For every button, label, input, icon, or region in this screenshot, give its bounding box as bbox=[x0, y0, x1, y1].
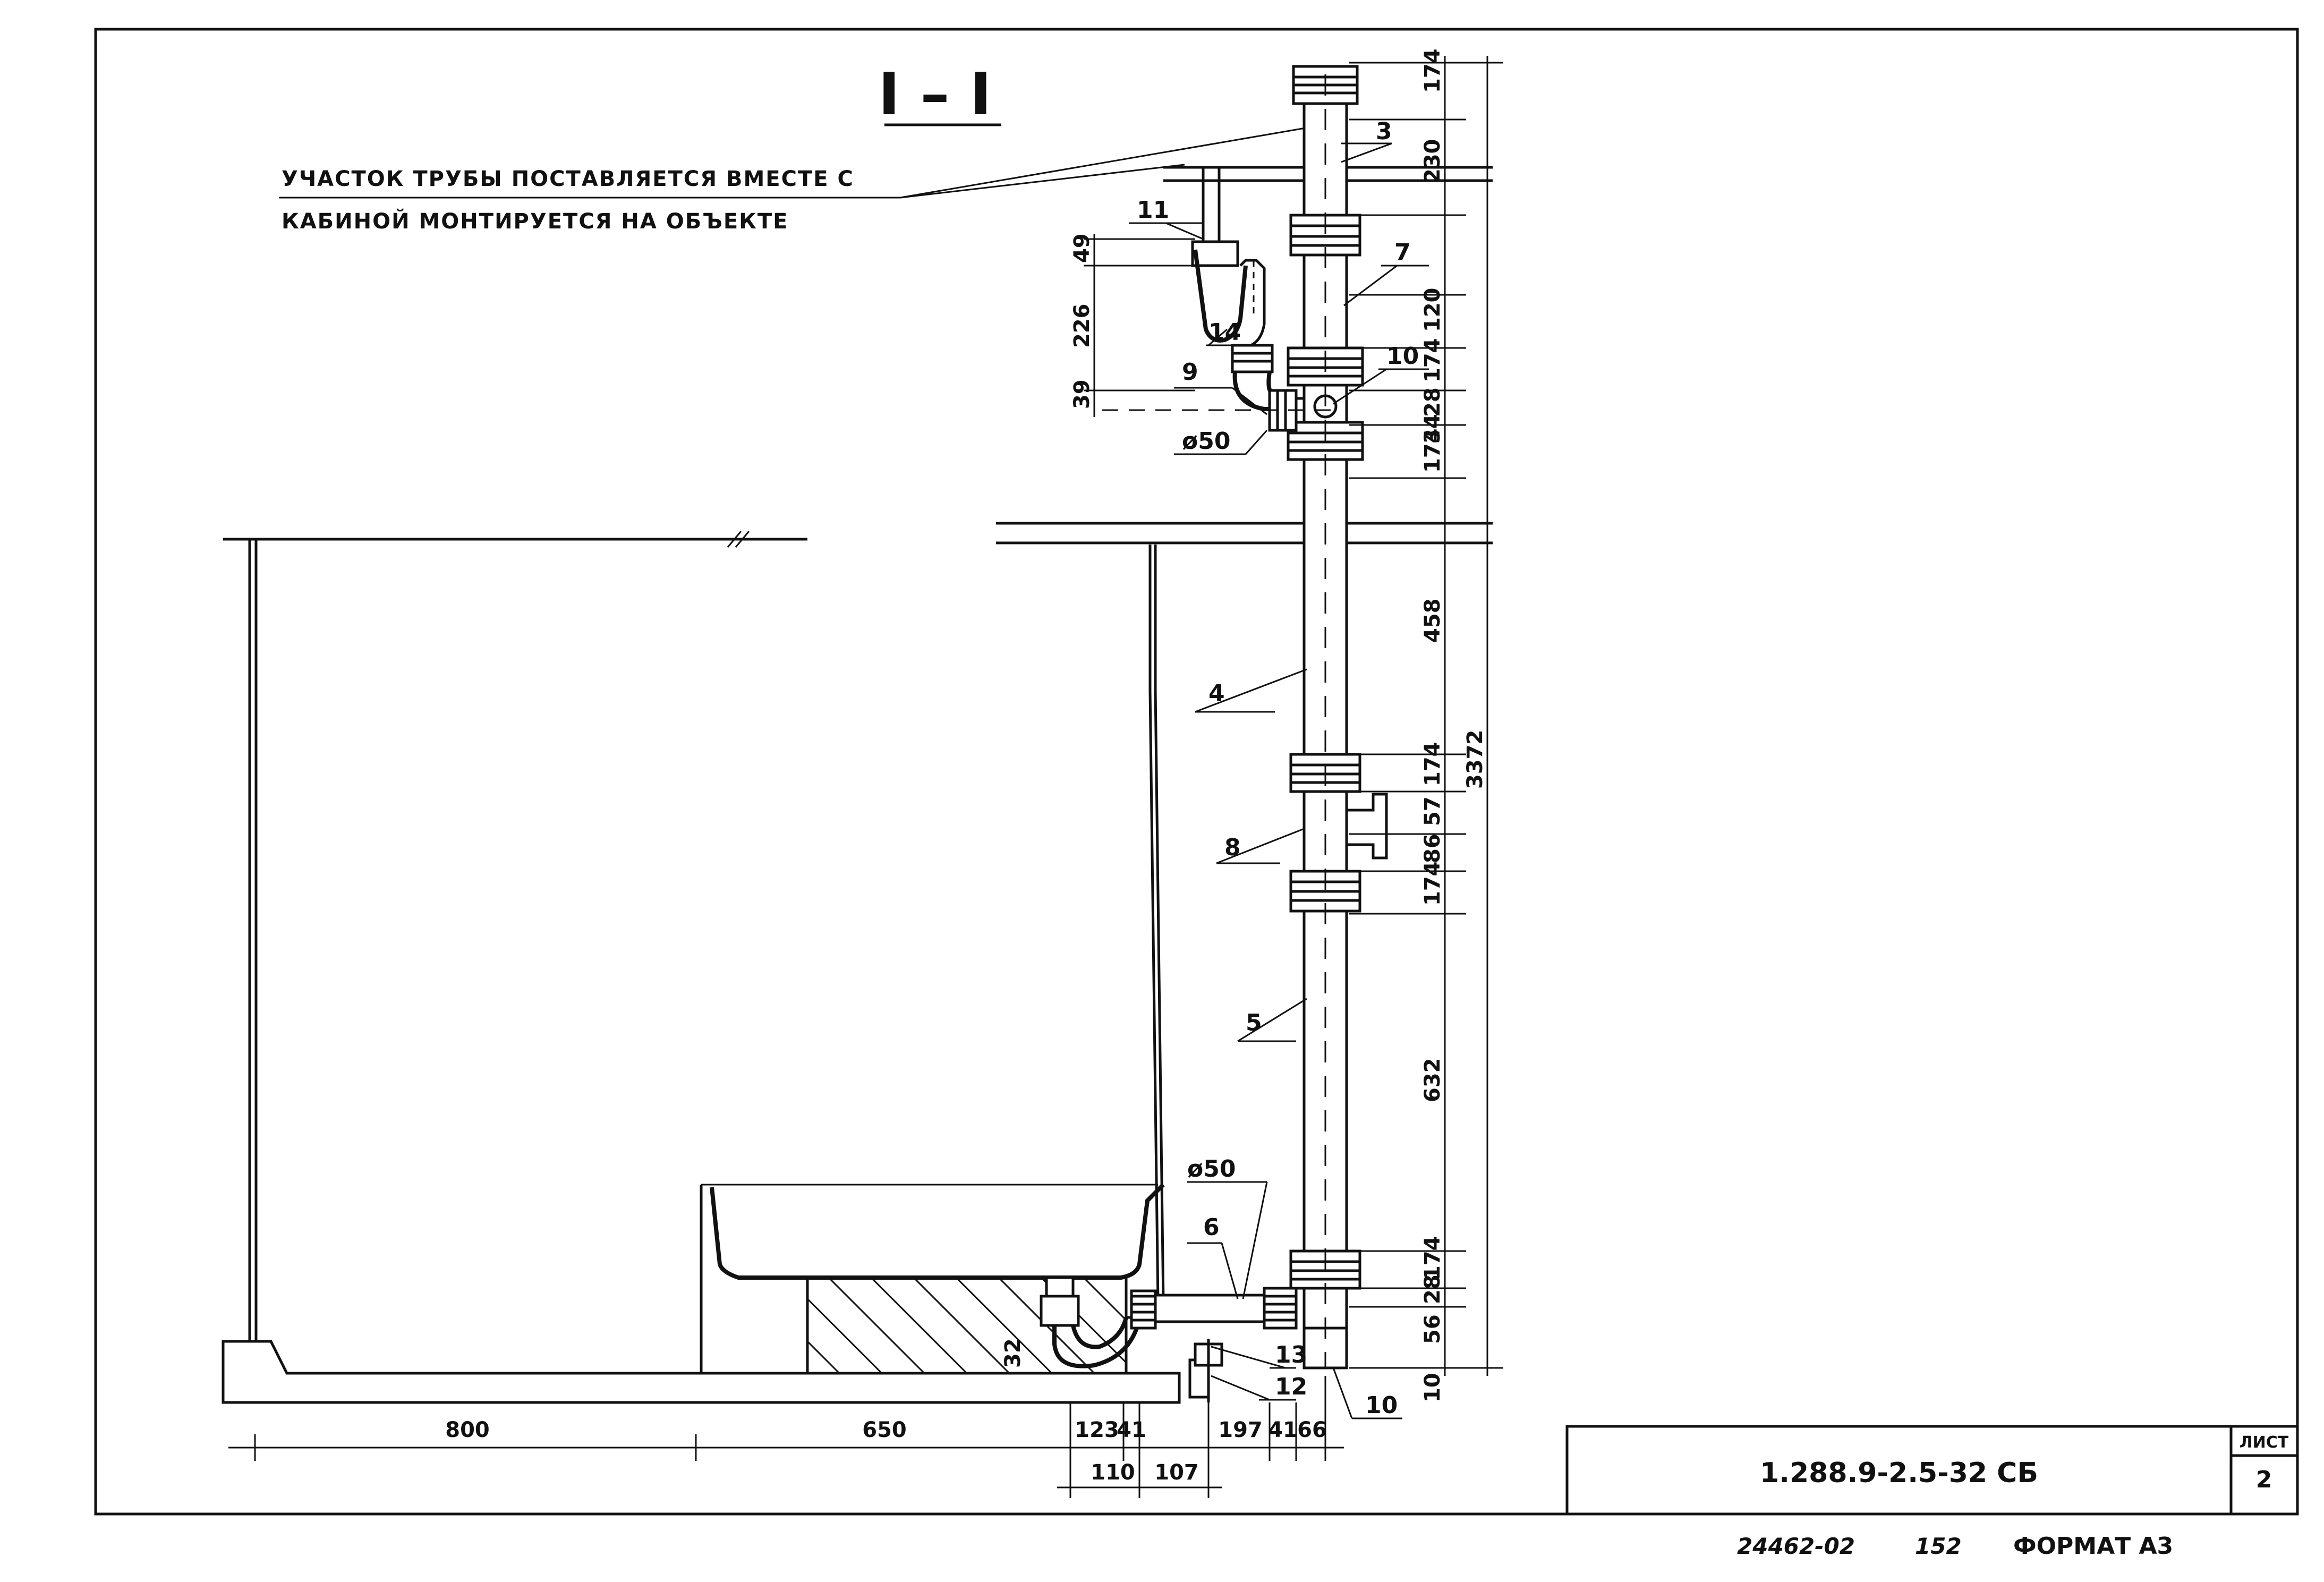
horizontal-dimensions: 800 650 123 41 110 107 197 41 66 bbox=[228, 1376, 1344, 1498]
dim-174-e: 174 bbox=[1420, 862, 1445, 906]
svg-text:КАБИНОЙ МОНТИРУЕТСЯ НА ОБЪЕК: КАБИНОЙ МОНТИРУЕТСЯ НА ОБЪЕКТЕ bbox=[282, 208, 788, 234]
dim-10: 10 bbox=[1420, 1373, 1445, 1402]
footer-page: 152 bbox=[1915, 1533, 1962, 1559]
dim-458: 458 bbox=[1420, 599, 1445, 643]
title-block: 1.288.9-2.5-32 СБ ЛИСТ 2 bbox=[1565, 1425, 2299, 1516]
callout-11: 11 bbox=[1137, 197, 1169, 224]
callout-numbers: 3 4 5 6 7 8 9 10 10 11 12 13 14 ø50 ø50 bbox=[1137, 118, 1419, 1419]
diameter-lower: ø50 bbox=[1187, 1155, 1236, 1183]
dim-226: 226 bbox=[1070, 304, 1094, 348]
dim-800: 800 bbox=[445, 1418, 490, 1442]
dim-49: 49 bbox=[1070, 233, 1094, 263]
drawing-code: 1.288.9-2.5-32 СБ bbox=[1760, 1457, 2038, 1489]
section-title: I – I bbox=[878, 60, 1001, 128]
dim-123: 123 bbox=[1075, 1418, 1119, 1442]
dim-41: 41 bbox=[1117, 1418, 1146, 1442]
dim-56: 56 bbox=[1420, 1314, 1445, 1344]
dim-28: 28 bbox=[1420, 387, 1445, 417]
callout-12: 12 bbox=[1275, 1373, 1307, 1400]
sheet-label: ЛИСТ bbox=[2240, 1433, 2289, 1452]
cabin-walls bbox=[248, 539, 1165, 1341]
dim-32: 32 bbox=[1001, 1338, 1025, 1368]
sheet-number: 2 bbox=[2256, 1466, 2272, 1493]
callout-10-lower: 10 bbox=[1365, 1392, 1398, 1419]
dim-34: 34 bbox=[1420, 414, 1445, 444]
upper-branch-assembly bbox=[1102, 167, 1339, 432]
vertical-dimensions: 174 230 120 174 28 34 174 458 174 57 86 … bbox=[1349, 49, 1503, 1402]
dim-174-top: 174 bbox=[1420, 49, 1445, 93]
callout-4: 4 bbox=[1208, 680, 1225, 707]
dim-174-d: 174 bbox=[1420, 742, 1445, 787]
middle-floor-slab bbox=[223, 522, 1493, 548]
dim-174-b: 174 bbox=[1420, 338, 1445, 383]
dim-28-b: 28 bbox=[1420, 1274, 1445, 1304]
callout-8: 8 bbox=[1224, 834, 1241, 861]
lower-trap-assembly bbox=[1040, 1276, 1298, 1402]
callout-10-upper: 10 bbox=[1386, 343, 1419, 370]
dim-650: 650 bbox=[862, 1418, 907, 1442]
svg-text:I – I: I – I bbox=[878, 60, 991, 128]
footer-format: ФОРМАТ А3 bbox=[2013, 1533, 2173, 1560]
callout-leaders bbox=[1129, 142, 1429, 1419]
callout-5: 5 bbox=[1246, 1009, 1262, 1036]
supply-note: УЧАСТОК ТРУБЫ ПОСТАВЛЯЕТСЯ ВМЕСТЕ С КАБИ… bbox=[279, 125, 1315, 234]
dim-57: 57 bbox=[1420, 796, 1445, 826]
dim-632: 632 bbox=[1420, 1058, 1445, 1103]
dim-174-c: 174 bbox=[1420, 429, 1445, 473]
dim-39: 39 bbox=[1070, 379, 1094, 409]
callout-9: 9 bbox=[1182, 359, 1198, 386]
drawing-frame bbox=[94, 28, 2299, 1516]
dim-110: 110 bbox=[1091, 1460, 1135, 1485]
diameter-upper: ø50 bbox=[1182, 428, 1230, 455]
footer-number: 24462-02 bbox=[1737, 1533, 1855, 1559]
dim-107: 107 bbox=[1154, 1460, 1199, 1485]
callout-6: 6 bbox=[1203, 1214, 1220, 1241]
callout-14: 14 bbox=[1208, 319, 1241, 346]
dim-230: 230 bbox=[1420, 139, 1445, 184]
upper-branch-dimensions: 49 226 39 32 bbox=[1001, 233, 1195, 1368]
callout-3: 3 bbox=[1376, 118, 1392, 145]
dim-3372: 3372 bbox=[1463, 730, 1487, 789]
dim-86: 86 bbox=[1420, 833, 1445, 863]
dim-66: 66 bbox=[1297, 1418, 1327, 1442]
dim-120: 120 bbox=[1420, 288, 1445, 333]
washbasin bbox=[700, 1183, 1165, 1375]
callout-7: 7 bbox=[1394, 239, 1411, 266]
footer: 24462-02 152 ФОРМАТ А3 bbox=[1737, 1533, 2173, 1560]
main-riser bbox=[1287, 65, 1388, 1370]
callout-13: 13 bbox=[1275, 1341, 1307, 1368]
svg-text:УЧАСТОК ТРУБЫ ПОСТАВЛЯЕТСЯ ВМЕ: УЧАСТОК ТРУБЫ ПОСТАВЛЯЕТСЯ ВМЕСТЕ С bbox=[282, 167, 854, 191]
dim-174-f: 174 bbox=[1420, 1236, 1445, 1281]
dim-41-b: 41 bbox=[1268, 1418, 1298, 1442]
cabin-floor bbox=[222, 1340, 1181, 1404]
dim-197: 197 bbox=[1218, 1418, 1263, 1442]
